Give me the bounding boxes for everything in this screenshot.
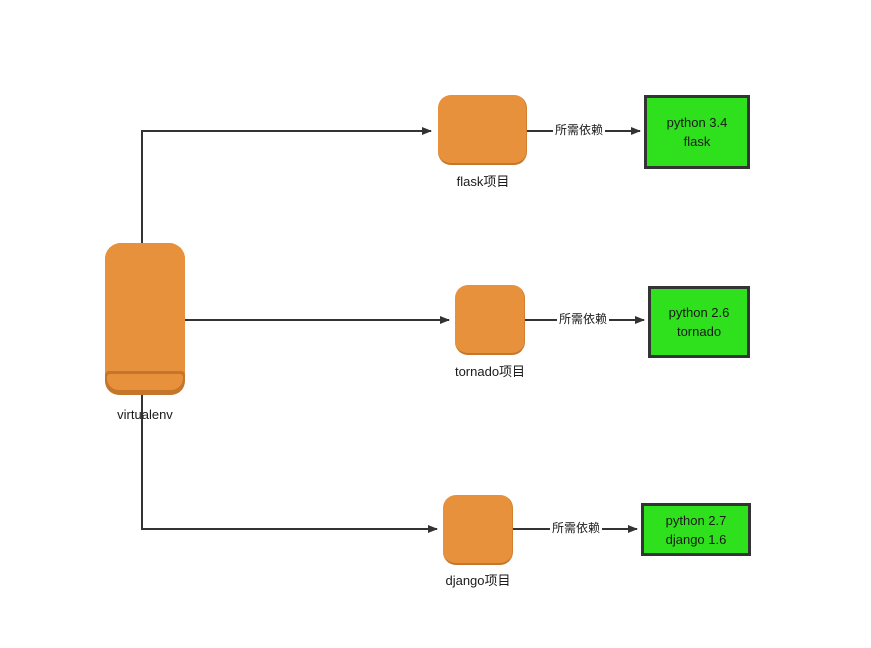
edge-virtualenv-to-django [141,395,438,533]
node-label-flask-project: flask项目 [456,174,510,189]
node-tornado-project[interactable] [455,285,525,355]
node-virtualenv[interactable] [105,243,185,395]
node-label-virtualenv: virtualenv [117,407,173,422]
node-label-django-project: django项目 [445,573,511,588]
tornado-dependency-line-1: python 2.6 [668,305,730,320]
flask-dependency-line-2: flask [683,134,711,149]
virtualenv-base-highlight [107,374,183,390]
edge-virtualenv-to-flask [141,127,432,300]
node-tornado-dependencies[interactable]: python 2.6 tornado [648,286,750,358]
node-django-dependencies[interactable]: python 2.7 django 1.6 [641,503,751,556]
node-label-tornado-project: tornado项目 [454,364,526,379]
node-django-project[interactable] [443,495,513,565]
edge-label-django-dependency: 所需依赖 [550,521,603,536]
virtualenv-body [105,243,185,376]
django-dependency-line-2: django 1.6 [665,531,727,547]
django-dependency-line-1: python 2.7 [665,512,727,528]
flask-dependency-line-1: python 3.4 [666,115,728,130]
node-flask-project[interactable] [438,95,527,165]
node-flask-dependencies[interactable]: python 3.4 flask [644,95,750,169]
edge-label-flask-dependency: 所需依赖 [553,123,606,138]
tornado-dependency-line-2: tornado [676,324,722,339]
edge-label-tornado-dependency: 所需依赖 [557,312,610,327]
